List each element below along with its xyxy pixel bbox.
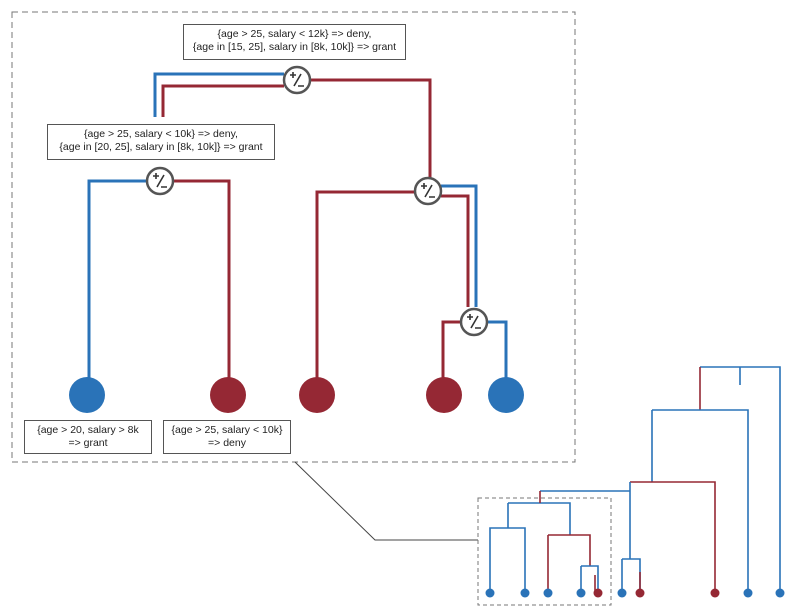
overview-edge — [547, 534, 591, 592]
overview-leaf-deny — [593, 588, 603, 598]
overview-edge — [508, 502, 571, 535]
rule-text-line: {age > 25, salary < 10k} => deny, — [84, 128, 238, 140]
edge-mid-merge-deny-left — [315, 190, 415, 378]
rule-text-line: => deny — [208, 437, 246, 449]
rule-text-line: {age > 20, salary > 8k — [37, 424, 139, 436]
merge-operators — [145, 65, 489, 337]
overview-edge — [580, 565, 599, 592]
rule-box-left-merge: {age > 25, salary < 10k} => deny, {age i… — [47, 124, 275, 160]
edge-root-right-deny — [310, 78, 432, 178]
overview-edge — [651, 409, 749, 592]
zoomed-tree-edges — [87, 72, 508, 378]
rule-text-line: {age in [20, 25], salary in [8k, 10k]} =… — [59, 141, 263, 153]
overview-leaf-deny — [635, 588, 645, 598]
edge-mid-merge-grant-right — [441, 184, 478, 307]
rule-text-line: => grant — [68, 437, 108, 449]
overview-selection-box — [477, 497, 612, 606]
leaf-node-deny — [210, 377, 246, 413]
overview-dendrogram — [489, 366, 781, 592]
edge-mid-merge-deny-right — [441, 194, 470, 307]
edge-root-left-deny — [161, 84, 284, 117]
overview-leaf-grant — [543, 588, 553, 598]
overview-leaf-grant — [743, 588, 753, 598]
overview-leaves — [485, 588, 785, 598]
rule-text-line: {age > 25, salary < 12k} => deny, — [217, 28, 372, 40]
leaf-node-grant — [69, 377, 105, 413]
overview-leaf-grant — [576, 588, 586, 598]
rule-text-line: {age > 25, salary < 10k} — [171, 424, 283, 436]
edge-left-merge-deny — [173, 179, 231, 378]
leaf-node-grant — [488, 377, 524, 413]
edge-root-left-grant — [153, 72, 284, 117]
rule-box-leaf-grant: {age > 20, salary > 8k => grant — [24, 420, 152, 454]
overview-leaf-grant — [520, 588, 530, 598]
overview-edge — [630, 481, 716, 592]
rule-box-root: {age > 25, salary < 12k} => deny, {age i… — [183, 24, 406, 60]
zoom-panel-border — [11, 11, 576, 463]
overview-leaf-grant — [617, 588, 627, 598]
edge-low-merge-deny — [441, 320, 461, 378]
overview-leaf-deny — [710, 588, 720, 598]
zoom-leader-line — [294, 461, 478, 541]
leaf-node-deny — [299, 377, 335, 413]
zoomed-leaves — [69, 377, 524, 413]
leaf-node-deny — [426, 377, 462, 413]
edge-low-merge-grant — [487, 320, 508, 378]
overview-edge — [621, 558, 641, 592]
edge-left-merge-grant — [87, 179, 147, 378]
rule-box-leaf-deny: {age > 25, salary < 10k} => deny — [163, 420, 291, 454]
rule-text-line: {age in [15, 25], salary in [8k, 10k]} =… — [192, 41, 397, 53]
overview-edge — [540, 482, 631, 492]
plus-minus-icon — [282, 65, 312, 95]
plus-minus-icon — [459, 307, 489, 337]
plus-minus-icon — [145, 166, 175, 196]
overview-edge — [700, 366, 781, 592]
overview-edge — [489, 503, 526, 592]
plus-minus-icon — [413, 176, 443, 206]
overview-leaf-grant — [485, 588, 495, 598]
overview-leaf-grant — [775, 588, 785, 598]
